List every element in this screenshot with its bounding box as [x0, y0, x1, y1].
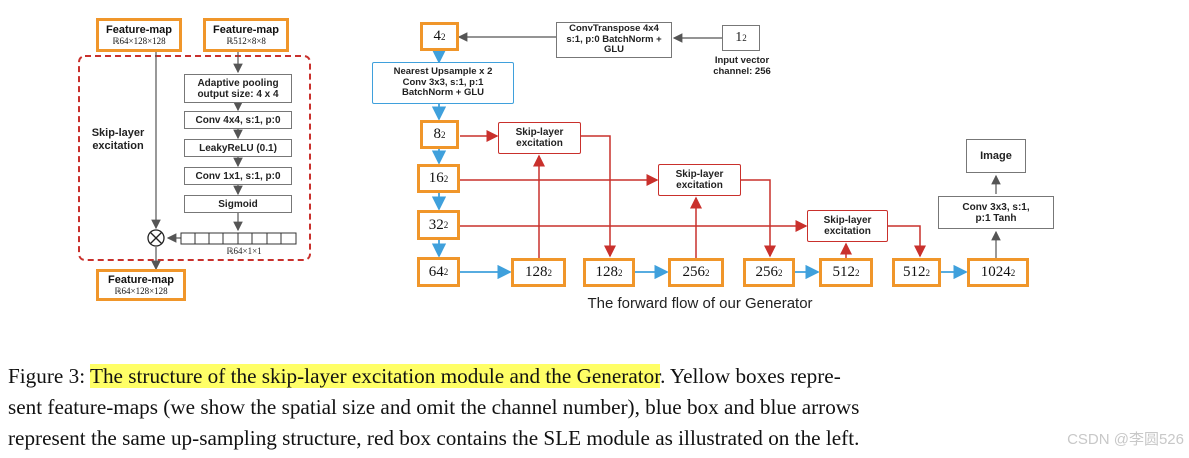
feature-map-label: Feature-map: [105, 23, 173, 36]
connector-layer: [78, 32, 1001, 280]
caption-prefix: Figure 3:: [8, 364, 91, 388]
feature-map-dims: ℝ512×8×8: [226, 35, 266, 46]
final-conv-block: Conv 3x3, s:1, p:1 Tanh: [938, 196, 1054, 229]
caption-line1-rest: . Yellow boxes repre-: [660, 364, 841, 388]
input-vector-caption: Input vector channel: 256: [713, 55, 771, 77]
sle-module-frame: [78, 55, 311, 261]
watermark: CSDN @李圆526: [1067, 431, 1184, 448]
figure-caption: Figure 3: The structure of the skip-laye…: [8, 361, 1183, 454]
feature-map-dims: ℝ64×128×128: [114, 285, 168, 296]
feature-map-label: Feature-map: [107, 273, 175, 286]
sle-block-1: Skip-layer excitation: [498, 122, 581, 154]
sigmoid-op: Sigmoid: [184, 195, 292, 213]
adaptive-pooling-op: Adaptive pooling output size: 4 x 4: [184, 74, 292, 103]
leakyrelu-op: LeakyReLU (0.1): [184, 139, 292, 157]
upsample-block: Nearest Upsample x 2 Conv 3x3, s:1, p:1 …: [372, 62, 514, 104]
sle-module-label: Skip-layer excitation: [91, 127, 145, 152]
caption-line-1: Figure 3: The structure of the skip-laye…: [8, 361, 1183, 392]
caption-highlight: The structure of the skip-layer excitati…: [90, 364, 661, 388]
attention-vector: [180, 232, 297, 245]
feature-map-label: Feature-map: [212, 23, 280, 36]
sle-block-3: Skip-layer excitation: [807, 210, 888, 242]
caption-line-3: represent the same up-sampling structure…: [8, 426, 860, 450]
conv4x4-op: Conv 4x4, s:1, p:0: [184, 111, 292, 129]
convtranspose-block: ConvTranspose 4x4 s:1, p:0 BatchNorm + G…: [556, 22, 672, 58]
feature-map-dims: ℝ64×128×128: [112, 35, 166, 46]
attention-vector-dims: ℝ64×1×1: [226, 246, 262, 256]
input-feature-map-1: Feature-map ℝ64×128×128: [96, 18, 182, 52]
generator-title: The forward flow of our Generator: [587, 295, 813, 312]
input-feature-map-2: Feature-map ℝ512×8×8: [203, 18, 289, 52]
conv1x1-op: Conv 1x1, s:1, p:0: [184, 167, 292, 185]
caption-line-2: sent feature-maps (we show the spatial s…: [8, 395, 860, 419]
output-image: Image: [966, 139, 1026, 173]
sle-block-2: Skip-layer excitation: [658, 164, 741, 196]
output-feature-map: Feature-map ℝ64×128×128: [96, 269, 186, 301]
